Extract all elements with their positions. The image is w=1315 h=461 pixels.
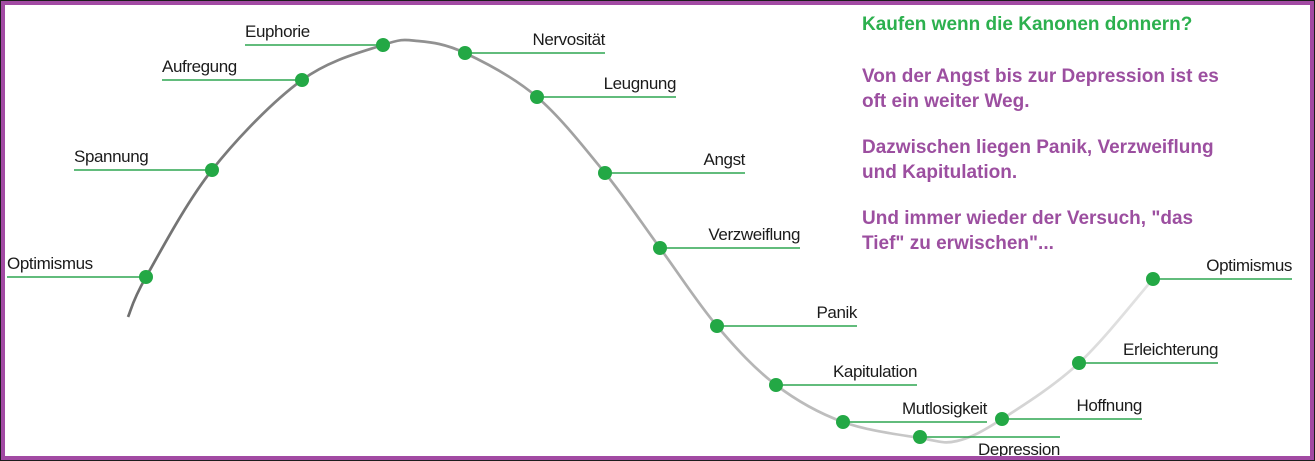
- curve-label-panik-9: Panik: [816, 303, 857, 322]
- paragraph-1-line-1: Von der Angst bis zur Depression ist es: [862, 66, 1219, 87]
- curve-point-verzweiflung-8: [653, 241, 667, 255]
- headline: Kaufen wenn die Kanonen donnern?: [862, 14, 1193, 35]
- curve-label-nervositat-5: Nervosität: [532, 30, 605, 49]
- curve-label-angst-7: Angst: [703, 150, 746, 169]
- paragraph-1-line-2: oft ein weiter Weg.: [862, 91, 1030, 112]
- curve-point-nervositat-5: [458, 46, 472, 60]
- curve-label-verzweiflung-8: Verzweiflung: [708, 225, 800, 244]
- curve-point-angst-7: [598, 166, 612, 180]
- annotation-text-block: Kaufen wenn die Kanonen donnern? Von der…: [862, 12, 1310, 277]
- curve-label-hoffnung-13: Hoffnung: [1076, 396, 1143, 415]
- curve-label-leugnung-6: Leugnung: [603, 74, 677, 93]
- curve-label-aufregung-3: Aufregung: [162, 57, 237, 76]
- curve-point-erleichterung-14: [1072, 356, 1086, 370]
- curve-point-spannung-2: [205, 163, 219, 177]
- curve-label-erleichterung-14: Erleichterung: [1123, 340, 1218, 359]
- curve-point-depression-12: [913, 430, 927, 444]
- curve-point-aufregung-3: [295, 73, 309, 87]
- paragraph-3-line-2: Tief" zu erwischen"...: [862, 233, 1054, 254]
- curve-point-kapitulation-10: [769, 378, 783, 392]
- curve-label-euphorie-4: Euphorie: [245, 22, 310, 41]
- emotion-curve-path: [126, 38, 1155, 444]
- curve-label-kapitulation-10: Kapitulation: [832, 362, 917, 381]
- paragraph-2: Dazwischen liegen Panik, Verzweiflung un…: [862, 135, 1310, 185]
- curve-point-euphorie-4: [376, 38, 390, 52]
- curve-point-optimismus-1: [139, 270, 153, 284]
- paragraph-3-line-1: Und immer wieder der Versuch, "das: [862, 208, 1194, 229]
- curve-label-optimismus-1: Optimismus: [7, 254, 93, 273]
- paragraph-2-line-1: Dazwischen liegen Panik, Verzweiflung: [862, 137, 1214, 158]
- curve-point-mutlosigkeit-11: [836, 415, 850, 429]
- paragraph-2-line-2: und Kapitulation.: [862, 162, 1018, 183]
- curve-point-hoffnung-13: [995, 412, 1009, 426]
- curve-label-depression-12: Depression: [978, 440, 1060, 459]
- curve-point-optimismus-15: [1146, 272, 1160, 286]
- curve-point-panik-9: [710, 319, 724, 333]
- paragraph-1: Von der Angst bis zur Depression ist es …: [862, 64, 1310, 114]
- curve-point-leugnung-6: [530, 90, 544, 104]
- curve-label-mutlosigkeit-11: Mutlosigkeit: [902, 399, 987, 418]
- curve-label-spannung-2: Spannung: [74, 147, 149, 166]
- curve-label-optimismus-15: Optimismus: [1206, 256, 1292, 275]
- paragraph-3: Und immer wieder der Versuch, "das Tief"…: [862, 206, 1310, 256]
